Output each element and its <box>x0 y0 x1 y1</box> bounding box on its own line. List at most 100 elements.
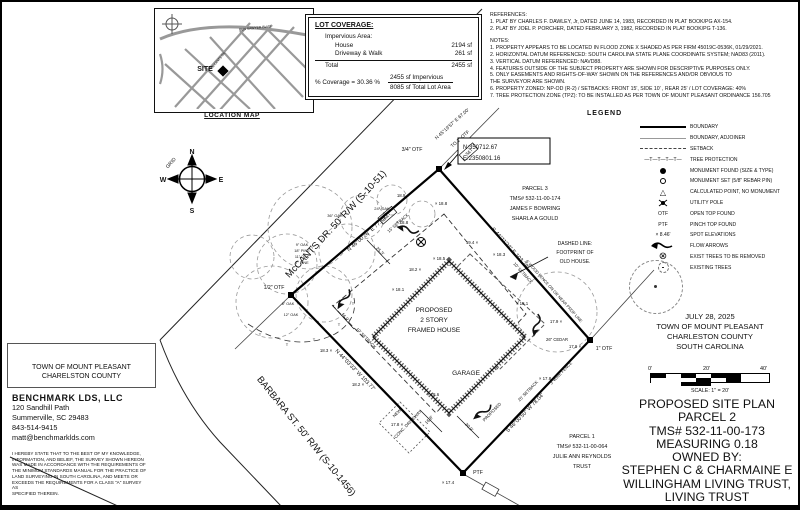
legend: BOUNDARY BOUNDARY, ADJOINER SETBACK —T—T… <box>636 122 798 274</box>
owner-line: STEPHEN C & CHARMAINE E <box>621 463 793 478</box>
tree-label: 24" OAK <box>374 206 390 211</box>
spot-elevation: × 18.6 <box>427 392 440 397</box>
existing-tree-circle <box>256 233 318 295</box>
surveyor-block: BENCHMARK LDS, LLC 120 Sandhill Path Sum… <box>12 393 162 443</box>
plan-labels: McCANTS DR. 50' R/W (S-10-51)BARBARA ST.… <box>160 107 613 498</box>
reference-line: 1. PLAT BY CHARLES F. DAWLEY, Jr, DATED … <box>490 18 733 25</box>
owner-line: LIVING TRUST <box>664 490 750 505</box>
flow-arrow <box>530 312 542 339</box>
oldhouse-leader <box>509 256 549 278</box>
notes-title: NOTES: <box>490 38 510 45</box>
tree-label: 8" OAK <box>282 302 295 306</box>
tree-protection-mark: T <box>352 301 355 306</box>
tms-line: TMS# 532-11-00-173 <box>649 423 765 438</box>
monument-set-icon <box>636 178 690 185</box>
municipality: TOWN OF MOUNT PLEASANT <box>656 322 764 331</box>
note-line: 2. HORIZONTAL DATUM REFERENCED: SOUTH CA… <box>490 51 766 58</box>
owner-header: OWNED BY: <box>672 450 742 465</box>
compass-w: W <box>160 177 167 184</box>
ptf-abbrev: PTF <box>658 221 668 228</box>
spot-elevation: × 17.4 <box>442 480 455 485</box>
note-line: 3. VERTICAL DATUM REFERENCED: NAVD88. <box>490 58 602 65</box>
new-driveway <box>378 401 431 454</box>
north-arrow-compass <box>166 153 218 205</box>
reference-line: 2. PLAT BY JOEL P. PORCHER, DATED FEBRUA… <box>490 25 727 32</box>
location-map-caption: LOCATION MAP <box>204 112 260 119</box>
site-label: SITE <box>197 66 213 73</box>
monument-found-symbols <box>288 166 593 476</box>
tree-label: 7" PINE <box>295 261 309 265</box>
date-location-block: JULY 28, 2025 TOWN OF MOUNT PLEASANT CHA… <box>622 312 798 352</box>
parcel1-tms: TMS# 532-11-00-064 <box>557 444 608 450</box>
frontage-tag: S&T <box>382 211 392 220</box>
otf-abbrev: OTF <box>658 210 668 217</box>
parcel3-owner: JAMES F BOWRING <box>510 206 561 212</box>
tree-removed-icon: ⊗ <box>658 251 668 263</box>
street-label-barbara: BARBARA ST. 50' R/W (S-10-1456) <box>254 374 357 498</box>
dimension: 16.8' <box>424 415 434 425</box>
coverage-summary: % Coverage = 30.36 % 2455 sf Impervious … <box>315 74 453 91</box>
spot-elevation: 18.2 × <box>409 267 422 272</box>
existing-tree-circle <box>376 184 408 216</box>
parcel1-owner2: TRUST <box>573 464 592 470</box>
bearing-ne: S 44°11'24" E 103.79' <box>490 227 530 270</box>
existing-tree-circle <box>516 271 598 353</box>
dimension: 16.9' <box>340 312 350 322</box>
parcel3-owner2: SHARLA A GOULD <box>512 216 559 222</box>
proposed-house <box>368 256 530 418</box>
compass-e: E <box>219 177 224 184</box>
tree-protection-mark: T <box>338 322 341 327</box>
house-label: FRAMED HOUSE <box>408 327 461 334</box>
legend-title: LEGEND <box>587 110 623 117</box>
utility-pole-icon <box>636 198 690 208</box>
surveyor-address: Summerville, SC 29483 <box>12 413 89 422</box>
note-line: 1. PROPERTY APPEARS TO BE LOCATED IN FLO… <box>490 45 763 52</box>
flow-arrow <box>394 223 421 235</box>
map-roads <box>158 22 308 112</box>
impervious-header: Impervious Area: <box>325 33 373 40</box>
setback-line-symbol <box>636 148 690 150</box>
compass-s: S <box>190 208 195 215</box>
location-map: SITE BEN SAWYER BLVD McCANTS DR <box>154 8 314 113</box>
state: SOUTH CAROLINA <box>676 342 744 351</box>
fence-label: 3' WIRE FENCE <box>549 360 574 385</box>
scale-bar: 0' 20' 40' <box>648 366 770 386</box>
jurisdiction-box: TOWN OF MOUNT PLEASANT CHARELSTON COUNTY <box>7 343 156 388</box>
spot-elevation: × 18.3 <box>493 252 506 257</box>
certification-statement: I HEREBY STATE THAT TO THE BEST OF MY KN… <box>12 451 147 496</box>
monument-label: 1" OTF <box>596 346 613 352</box>
scale-note: SCALE: 1" = 20' <box>690 388 730 394</box>
surveyor-phone: 843-514-9415 <box>12 423 58 432</box>
note-line: 4. FEATURES OUTSIDE OF THE SUBJECT PROPE… <box>490 65 751 72</box>
scale-bar-graphic <box>650 373 770 386</box>
house-label: 2 STORY <box>420 317 448 324</box>
setback-line <box>332 213 527 414</box>
spot-elevation: 18.9 × <box>397 193 410 198</box>
spot-elevation: × 18.8 <box>435 201 448 206</box>
adjoiner-line <box>234 294 292 350</box>
house-label: PROPOSED <box>416 307 453 314</box>
existing-tree-circle <box>295 265 353 323</box>
parcel1-label: PARCEL 1 <box>569 434 594 440</box>
monument-label: 3/4" OTF <box>402 147 423 153</box>
spot-elevation: 18.3 × <box>320 348 333 353</box>
spot-elevation: × 18.8 <box>396 220 409 225</box>
spot-elevation: 19.4 × <box>466 240 479 245</box>
coordinate-east: E:2350801.16 <box>463 156 501 162</box>
tree-protection-symbol: —T—T—T—T— <box>644 156 682 163</box>
tie-tag-box <box>458 142 479 162</box>
parcel1-owner: JULIE ANN REYNOLDS <box>553 454 612 460</box>
tree-label: 12" OAK <box>284 313 299 317</box>
references-title: REFERENCES: <box>490 12 527 18</box>
note-line: THE SURVEYOR ARE SHOWN. <box>490 79 566 86</box>
parcel3-label: PARCEL 3 <box>522 186 547 192</box>
table-row: House 2194 sf <box>335 41 472 49</box>
spot-elevation: 17.9 × <box>569 344 582 349</box>
plan-title: PROPOSED SITE PLAN <box>639 397 775 411</box>
table-row-total: Total 2455 sf <box>325 61 472 69</box>
scale-ticks: 0' 20' 40' <box>648 366 768 372</box>
bearing-se: S 46°00'50" W 78.04' <box>505 393 545 434</box>
bearing-nw: N 46°00'26" E 77.89' <box>346 215 388 253</box>
spot-elevation: 17.9 × <box>550 319 563 324</box>
